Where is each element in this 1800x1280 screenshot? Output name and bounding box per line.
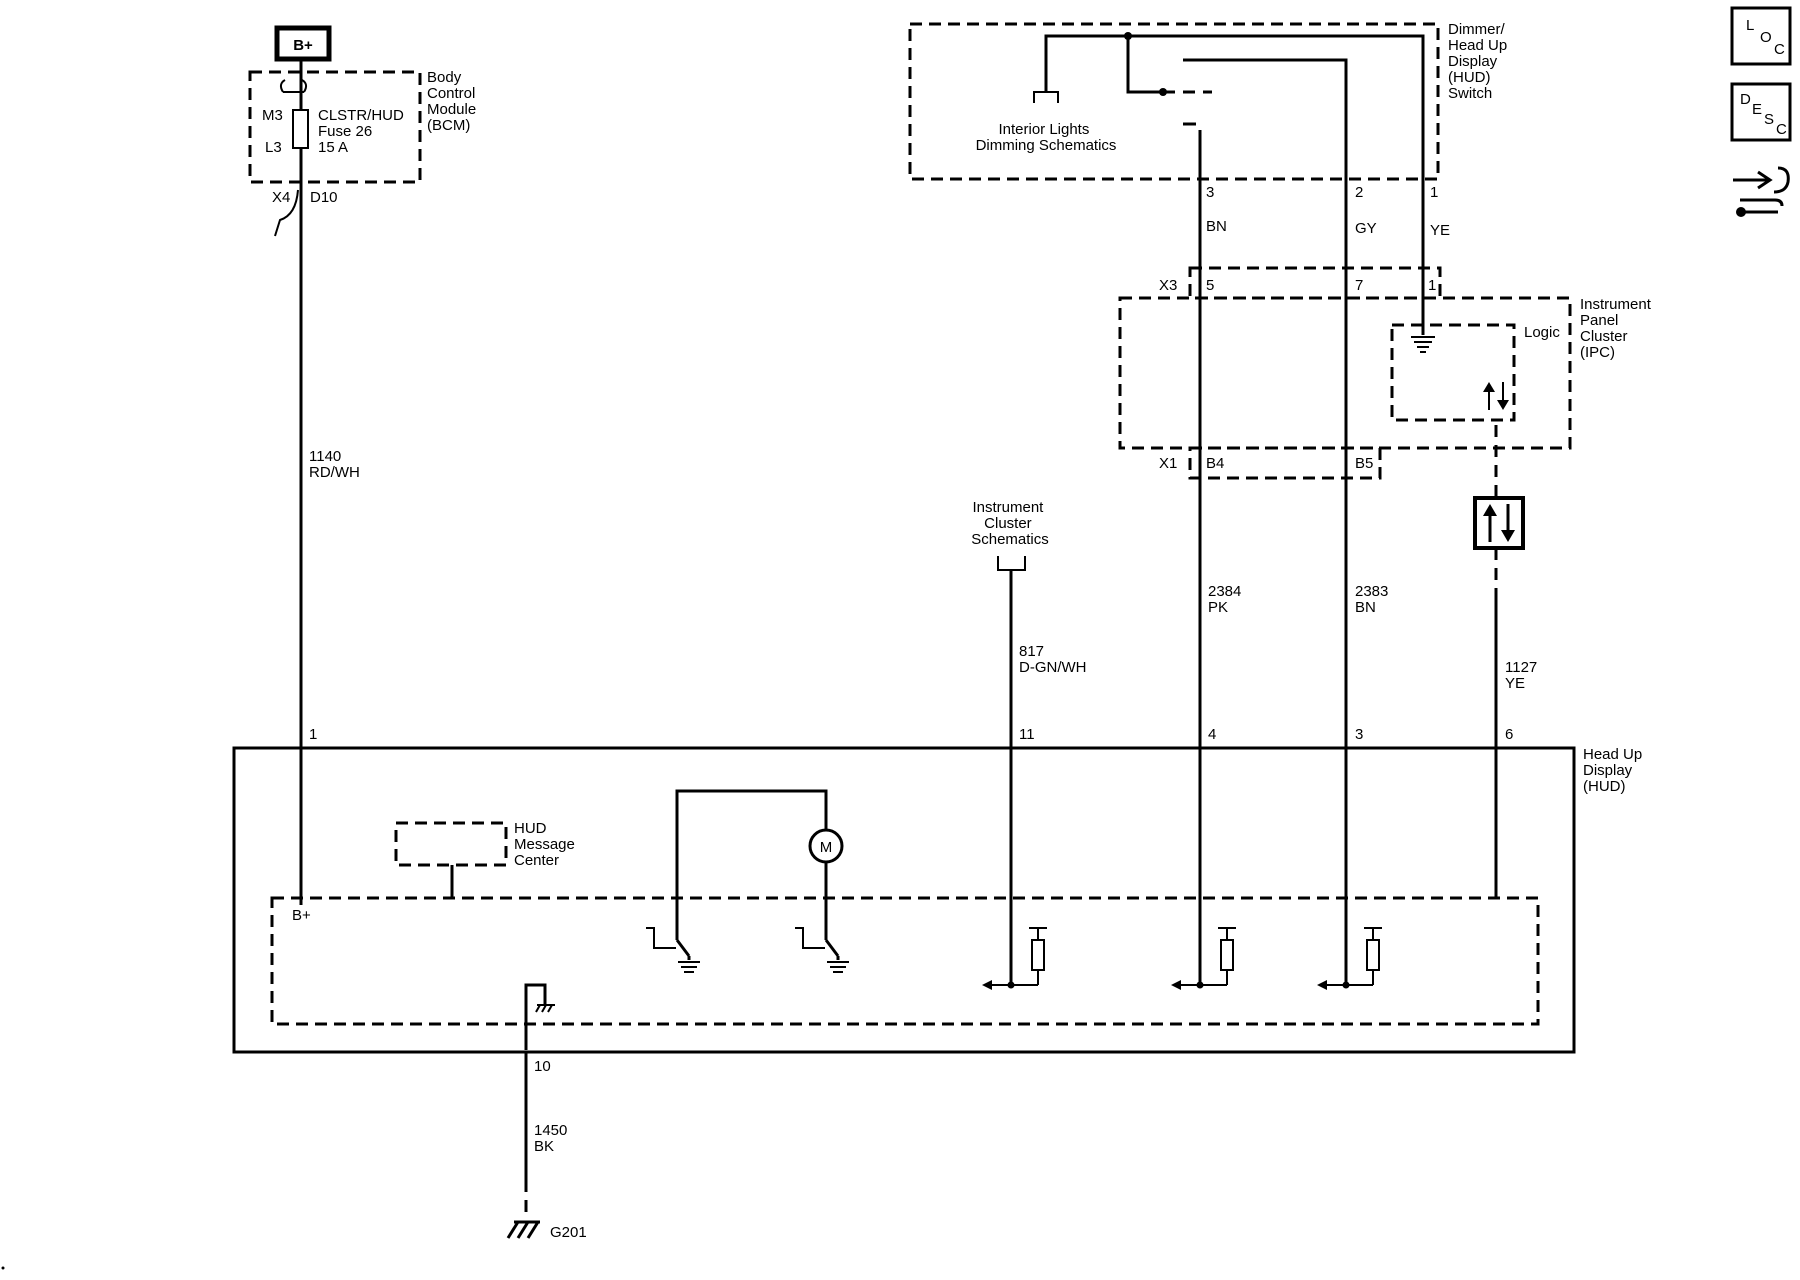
wire-1127: 1127 YE [1494, 425, 1541, 898]
dimmer-pin-1: 1 [1430, 184, 1438, 201]
motor-label: M [820, 839, 833, 856]
ipc-name: Instrument Panel Cluster (IPC) [1580, 296, 1655, 361]
connector-tool-icon[interactable] [1733, 166, 1790, 217]
hud-internal-ground [524, 983, 555, 1050]
x1-pin-b4: B4 [1206, 455, 1224, 472]
terminal-d10: D10 [310, 189, 338, 206]
hud-pin-3: 3 [1355, 726, 1363, 743]
svg-text:C: C [1776, 121, 1787, 138]
wire-817: 817 D-GN/WH [1009, 570, 1087, 985]
wire-2384: 2384 PK [1198, 130, 1246, 985]
wire-1450-label: 1450 BK [534, 1122, 572, 1155]
wire-1450: 1450 BK [524, 1052, 572, 1220]
hud-pin-4: 4 [1208, 726, 1216, 743]
svg-text:C: C [1774, 41, 1785, 58]
dimmer-switch-name: Dimmer/ Head Up Display (HUD) Switch [1448, 21, 1511, 102]
input-circuit-2383 [1317, 927, 1382, 990]
connector-x4: X4 [272, 189, 290, 206]
bcm-name: Body Control Module (BCM) [427, 69, 480, 134]
svg-text:D: D [1740, 91, 1751, 108]
x1-pin-b5: B5 [1355, 455, 1373, 472]
hud-name: Head Up Display (HUD) [1583, 746, 1646, 795]
bcm-pin-l3: L3 [265, 139, 282, 156]
hud-pin-11: 11 [1019, 726, 1035, 743]
x3-pin-1: 1 [1428, 277, 1436, 294]
dimmer-pin-3: 3 [1206, 184, 1214, 201]
svg-text:S: S [1764, 111, 1774, 128]
dimmer-hud-switch: Dimmer/ Head Up Display (HUD) Switch Int… [908, 21, 1511, 239]
power-source: B+ [274, 25, 332, 62]
wire-1140: 1140 RD/WH [299, 59, 360, 905]
hud-switch-2 [795, 900, 849, 973]
ground-label: G201 [550, 1224, 587, 1241]
power-source-label: B+ [293, 37, 313, 54]
hud-message-center-label: HUD Message Center [514, 820, 579, 869]
wire-2383: 2383 BN [1344, 200, 1393, 985]
svg-text:L: L [1746, 17, 1754, 34]
data-arrows-icon [1483, 382, 1509, 410]
wire-2384-label: 2384 PK [1208, 583, 1246, 616]
instrument-cluster-reference: Instrument Cluster Schematics [971, 499, 1049, 571]
wire-817-label: 817 D-GN/WH [1019, 643, 1087, 676]
wire-color-ye: YE [1430, 222, 1450, 239]
ground-g201: G201 [506, 1220, 587, 1241]
head-up-display-module: Head Up Display (HUD) 1 11 4 3 6 B+ HUD … [232, 726, 1646, 1075]
fuse-symbol [292, 109, 309, 149]
wire-1140-label: 1140 RD/WH [309, 448, 360, 481]
input-circuit-817 [982, 927, 1047, 990]
serial-data-symbol [1473, 496, 1525, 550]
svg-text:E: E [1752, 101, 1762, 118]
hud-message-center-box [394, 821, 508, 867]
wire-2383-label: 2383 BN [1355, 583, 1393, 616]
ipc-logic-label: Logic [1524, 324, 1560, 341]
connector-x3: X3 [1159, 277, 1177, 294]
input-circuit-2384 [1171, 927, 1236, 990]
wire-1127-label: 1127 YE [1505, 659, 1541, 692]
bcm-pin-m3: M3 [262, 107, 283, 124]
hud-pin-1: 1 [309, 726, 317, 743]
cluster-reference-label: Instrument Cluster Schematics [971, 499, 1049, 548]
hud-pin-10: 10 [534, 1058, 551, 1075]
description-button[interactable]: D E S C [1730, 82, 1792, 142]
wire-color-gy: GY [1355, 220, 1377, 237]
hud-switch-1 [646, 927, 700, 973]
svg-text:O: O [1760, 29, 1772, 46]
x3-pin-5: 5 [1206, 277, 1214, 294]
dimmer-pin-2: 2 [1355, 184, 1363, 201]
body-control-module: Body Control Module (BCM) M3 L3 CLSTR/HU… [248, 69, 480, 237]
wire-color-bn: BN [1206, 218, 1227, 235]
hud-pin-6: 6 [1505, 726, 1513, 743]
location-button[interactable]: L O C [1730, 6, 1792, 66]
connector-x1: X1 [1159, 455, 1177, 472]
fuse-label: CLSTR/HUD Fuse 26 15 A [318, 107, 408, 156]
instrument-panel-cluster: Instrument Panel Cluster (IPC) Logic X3 … [1118, 200, 1655, 480]
interior-lights-reference: Interior Lights Dimming Schematics [976, 121, 1117, 154]
x3-pin-7: 7 [1355, 277, 1363, 294]
hud-bplus-label: B+ [292, 907, 311, 924]
